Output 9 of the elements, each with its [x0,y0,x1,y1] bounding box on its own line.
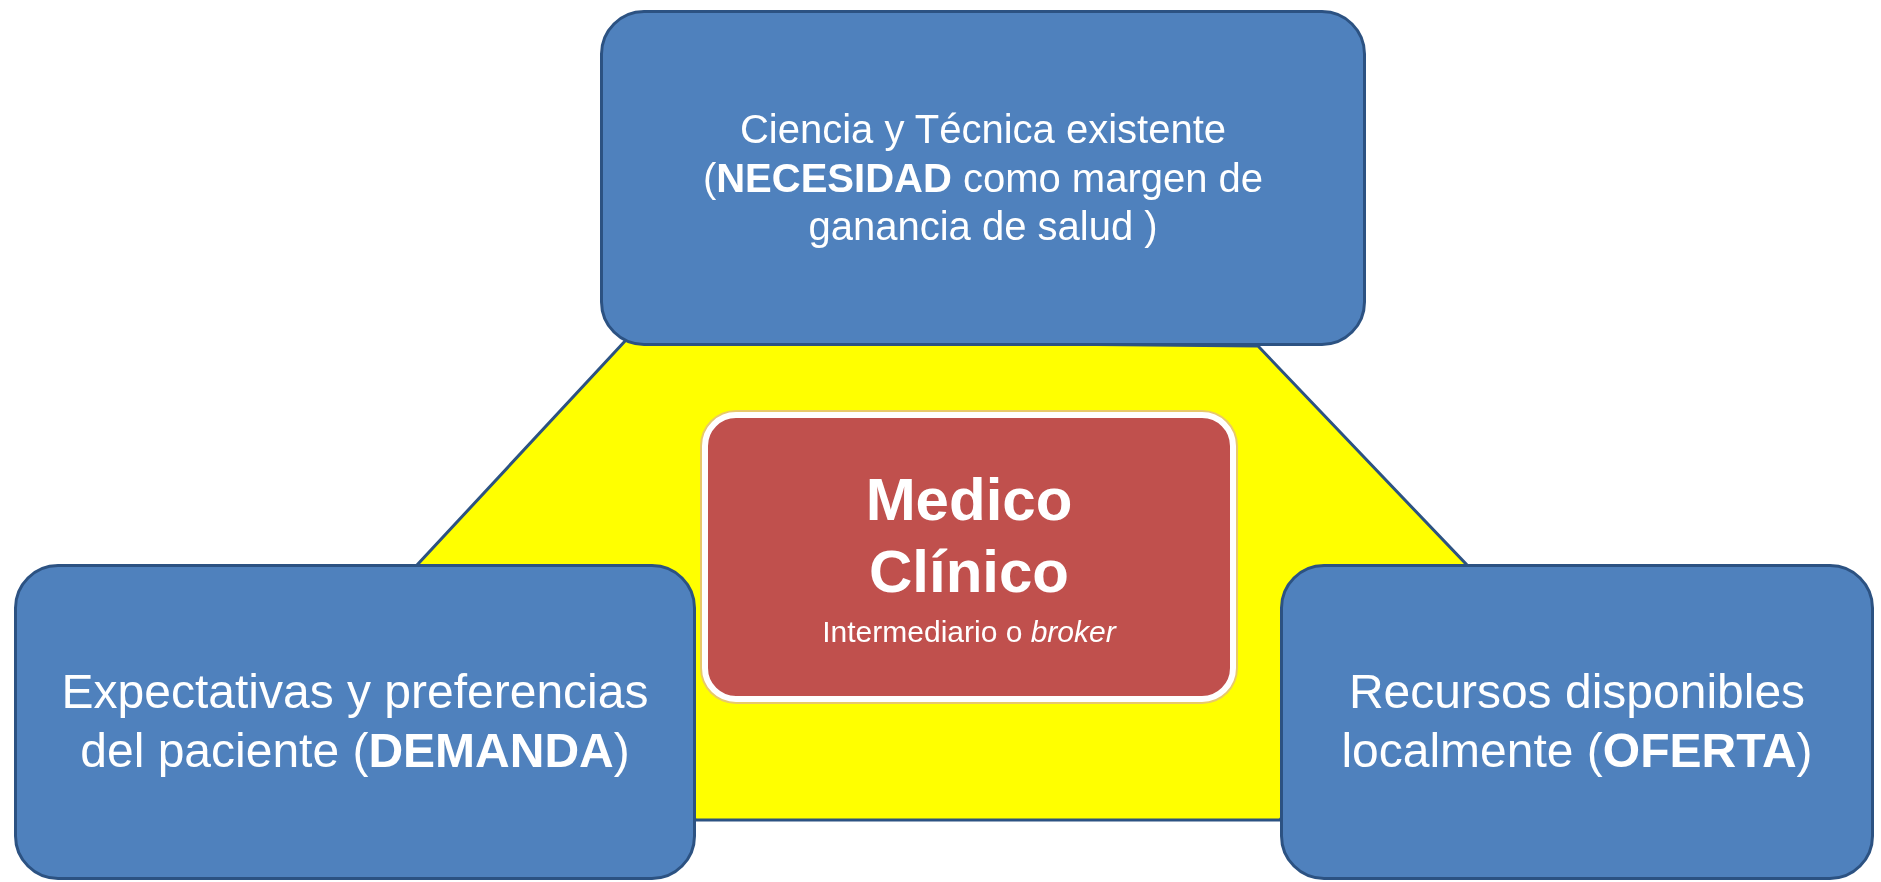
box-text: Expectativas y preferencias del paciente (DEMANDA) [60,664,650,779]
subtitle: Intermediario o broker [822,613,1116,650]
rounded-box [14,564,696,880]
center-box [702,412,1236,702]
rounded-box [600,10,1366,346]
box-text: Recursos disponibles localmente (OFERTA) [1340,664,1814,779]
box-text: Ciencia y Técnica existente (NECESIDAD como margen de ganancia de salud ) [701,105,1265,251]
rounded-box [1280,564,1874,880]
heading: Medico Clínico [864,464,1074,607]
